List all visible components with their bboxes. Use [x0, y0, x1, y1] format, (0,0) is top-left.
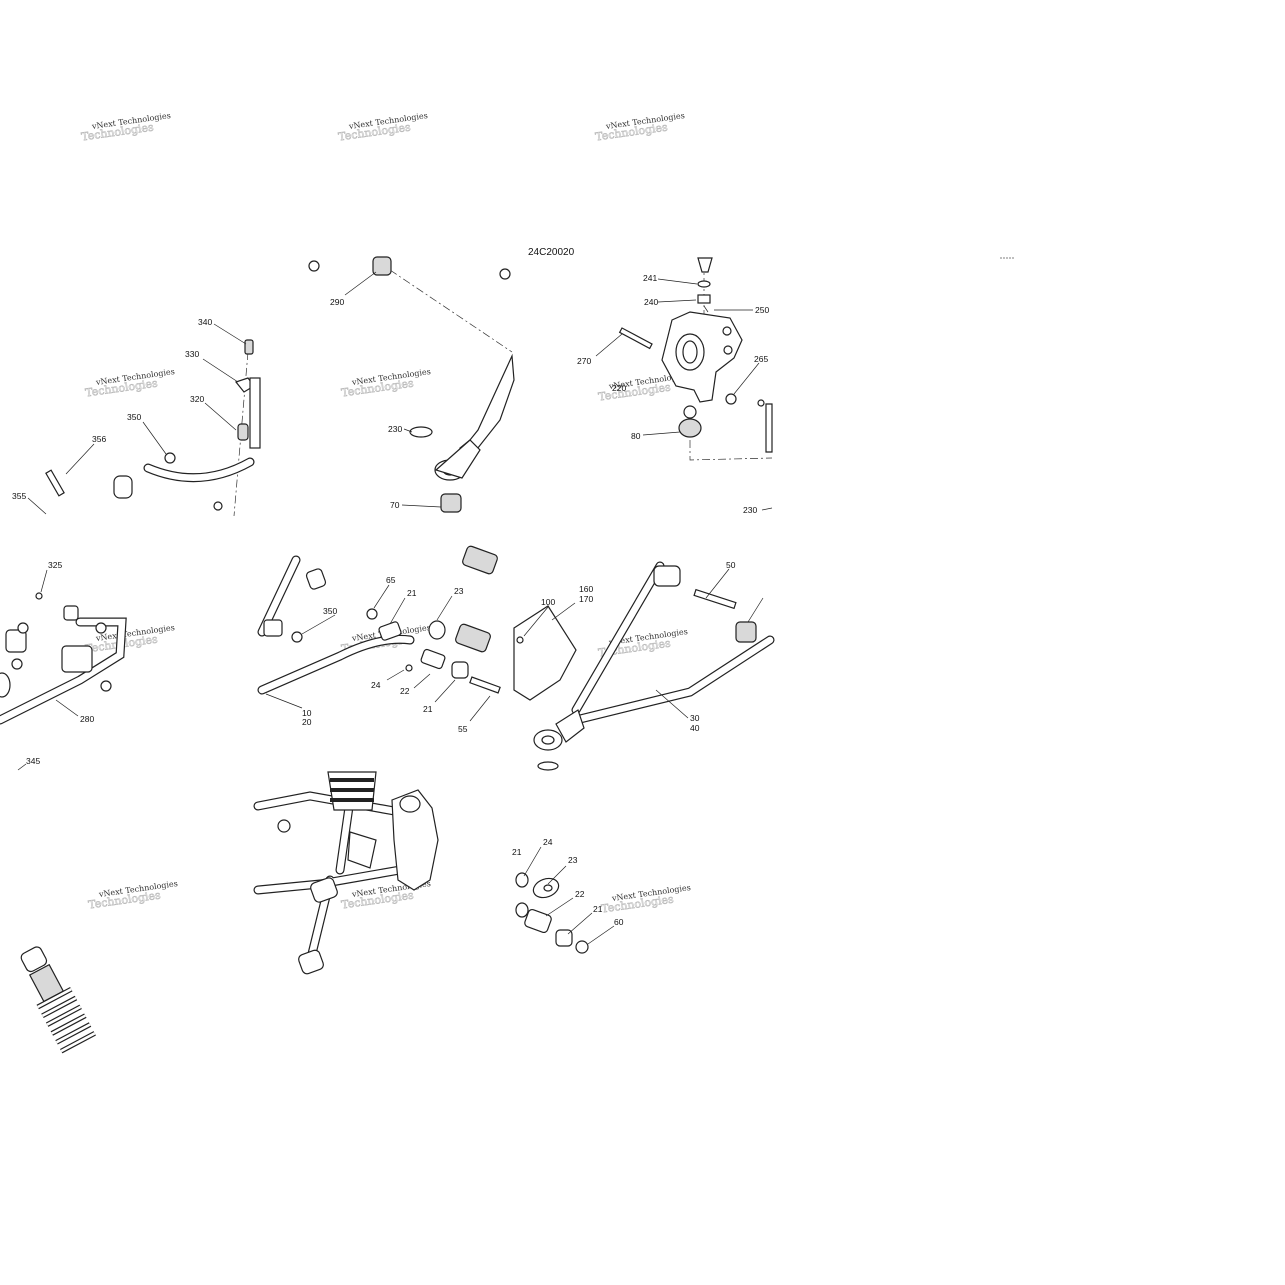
washer-23	[428, 620, 446, 640]
callout-270: 270	[577, 356, 591, 366]
bushing-21b	[451, 661, 469, 679]
washer	[515, 872, 529, 888]
bolt-55	[469, 676, 501, 694]
nut-240	[697, 294, 711, 304]
callout-355: 355	[12, 491, 26, 501]
bushing-assy	[455, 623, 491, 653]
bolt-340	[244, 339, 254, 355]
callout-24-b: 24	[543, 837, 553, 847]
callout-80: 80	[631, 431, 641, 441]
shock-eye	[20, 946, 48, 973]
callout-160: 160	[579, 584, 593, 594]
callout-50: 50	[726, 560, 736, 570]
callout-21-b: 21	[423, 704, 433, 714]
ball-stud	[697, 257, 713, 273]
callout-22: 22	[400, 686, 410, 696]
callout-21: 21	[407, 588, 417, 598]
callout-21-d: 21	[593, 904, 603, 914]
callout-350: 350	[127, 412, 141, 422]
bushing-top	[735, 621, 757, 643]
callout-330: 330	[185, 349, 199, 359]
bushing-320	[237, 423, 249, 441]
callout-350-b: 350	[323, 606, 337, 616]
callout-325: 325	[48, 560, 62, 570]
callout-290: 290	[330, 297, 344, 307]
callout-23-b: 23	[568, 855, 578, 865]
bushing	[305, 568, 327, 590]
callout-220: 220	[612, 383, 626, 393]
bushing-21	[378, 621, 402, 641]
callout-100: 100	[541, 597, 555, 607]
watermarks: Technologies vNext Technologies Technolo…	[80, 111, 691, 916]
nut-60	[575, 940, 589, 954]
nut-350	[291, 631, 303, 643]
bushing-290	[372, 256, 392, 276]
callout-356: 356	[92, 434, 106, 444]
callout-65: 65	[386, 575, 396, 585]
nut-265	[725, 393, 737, 405]
diagram-code: 24C20020	[528, 247, 575, 258]
ball-joint-70	[440, 493, 462, 513]
callout-230-b: 230	[743, 505, 757, 515]
callout-10: 10	[302, 708, 312, 718]
sleeve-22	[524, 908, 552, 934]
callout-40: 40	[690, 723, 700, 733]
knuckle-assy	[391, 789, 439, 891]
circlip-230	[409, 426, 433, 438]
callout-241: 241	[643, 273, 657, 283]
callout-170: 170	[579, 594, 593, 604]
callout-280: 280	[80, 714, 94, 724]
callout-22-b: 22	[575, 889, 585, 899]
clip	[765, 403, 773, 453]
screw-100	[516, 636, 524, 644]
bolt-50	[693, 588, 737, 610]
clamp	[61, 645, 93, 673]
callout-24: 24	[371, 680, 381, 690]
bolt-270	[618, 327, 653, 350]
screw-325	[35, 592, 43, 600]
tile-a-arm: 100 160 170 50 30 40	[513, 560, 775, 771]
callout-60: 60	[614, 917, 624, 927]
washer-241	[697, 280, 711, 288]
tile-swaybar-link: 340 330 320 350 356 355	[12, 317, 261, 517]
callout-230: 230	[388, 424, 402, 434]
tile-knuckle: 241 240 250 270 265 220 80 230	[577, 257, 773, 515]
bolt-356	[45, 469, 65, 497]
skid-plate	[347, 831, 377, 869]
bushing-link	[113, 475, 133, 499]
end-link	[63, 605, 79, 621]
callout-23: 23	[454, 586, 464, 596]
ball-joint-80	[683, 405, 697, 419]
nut	[499, 268, 511, 280]
nut	[308, 260, 320, 272]
tile-bushing-hardware: 21 24 23 22 21 60	[512, 837, 624, 954]
tile-swaybar: 325 280 345	[0, 560, 127, 771]
callout-20: 20	[302, 717, 312, 727]
callout-320: 320	[190, 394, 204, 404]
callout-55: 55	[458, 724, 468, 734]
bracket	[249, 377, 261, 449]
tile-assembly	[253, 771, 439, 975]
callout-240: 240	[644, 297, 658, 307]
callout-21-c: 21	[512, 847, 522, 857]
skid-plate-160	[513, 605, 577, 701]
nut-350	[164, 452, 176, 464]
callout-265: 265	[754, 354, 768, 364]
bushing	[653, 565, 681, 587]
tile-upper-arm-hardware: 65 21 23 350 24 22 21 55 10 20	[257, 545, 501, 734]
sleeve-22	[420, 648, 446, 670]
grease-24	[405, 664, 413, 672]
callout-70: 70	[390, 500, 400, 510]
nut	[213, 501, 223, 511]
tile-lower-arm-joint: 290 230 70	[308, 256, 515, 513]
callout-340: 340	[198, 317, 212, 327]
nut-65	[366, 608, 378, 620]
tile-shock	[20, 946, 96, 1054]
callout-250: 250	[755, 305, 769, 315]
callout-345: 345	[26, 756, 40, 766]
callout-30: 30	[690, 713, 700, 723]
